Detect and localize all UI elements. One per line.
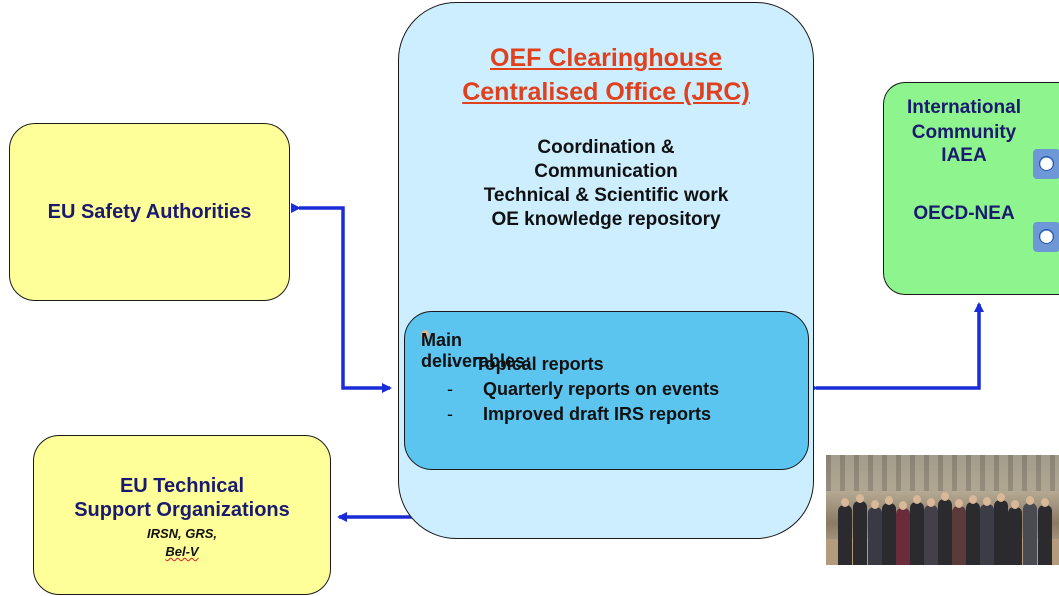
deliverable-item: -Topical reports [447,354,604,374]
office-task: Technical & Scientific work [483,185,729,206]
tso-members-line1: IRSN, GRS, [146,526,218,541]
deliverable-item: -Quarterly reports on events [447,379,720,399]
arrow-deliverables-international [808,302,984,393]
tso-members: IRSN, GRS, Bel-V [34,525,330,561]
authorities-label: EU Safety Authorities [47,200,252,223]
intl-line3: IAEA [941,145,987,166]
deliverable-label: Quarterly reports on events [483,379,720,399]
intl-line4: OECD-NEA [913,203,1015,224]
eu-safety-authorities-box: EU Safety Authorities [9,123,290,301]
office-tasks: Coordination & Communication Technical &… [399,136,813,232]
office-title: OEF Clearinghouse Centralised Office (JR… [399,41,813,109]
intl-line1: International [906,97,1021,118]
office-title-line2: Centralised Office (JRC) [462,78,750,106]
office-title-line1: OEF Clearinghouse [490,44,722,72]
arrow-authorities-office [291,203,392,393]
deliverables-list: -Topical reports -Quarterly reports on e… [447,352,719,427]
tso-title-line2: Support Organizations [74,499,290,521]
group-photo [826,455,1059,565]
deliverable-item: -Improved draft IRS reports [447,404,712,424]
office-task: OE knowledge repository [491,209,721,230]
deliverable-label: Improved draft IRS reports [483,404,712,424]
deliverable-label: Topical reports [475,354,604,374]
oecd-nea-logo-icon [1033,222,1059,252]
tso-title-line1: EU Technical [119,475,245,497]
tso-title: EU Technical Support Organizations [34,474,330,522]
office-task: Coordination & [537,137,675,158]
international-community-box: International Community IAEA OECD-NEA [883,82,1059,295]
iaea-logo-icon [1033,149,1059,179]
office-task: Communication [534,161,678,182]
eu-tso-box: EU Technical Support Organizations IRSN,… [33,435,331,595]
deliverables-heading: Main deliverables: [421,330,532,371]
main-deliverables-box: Main deliverables: -Topical reports -Qua… [404,311,809,470]
intl-line2: Community [911,122,1017,143]
tso-members-line2: Bel-V [165,544,199,559]
